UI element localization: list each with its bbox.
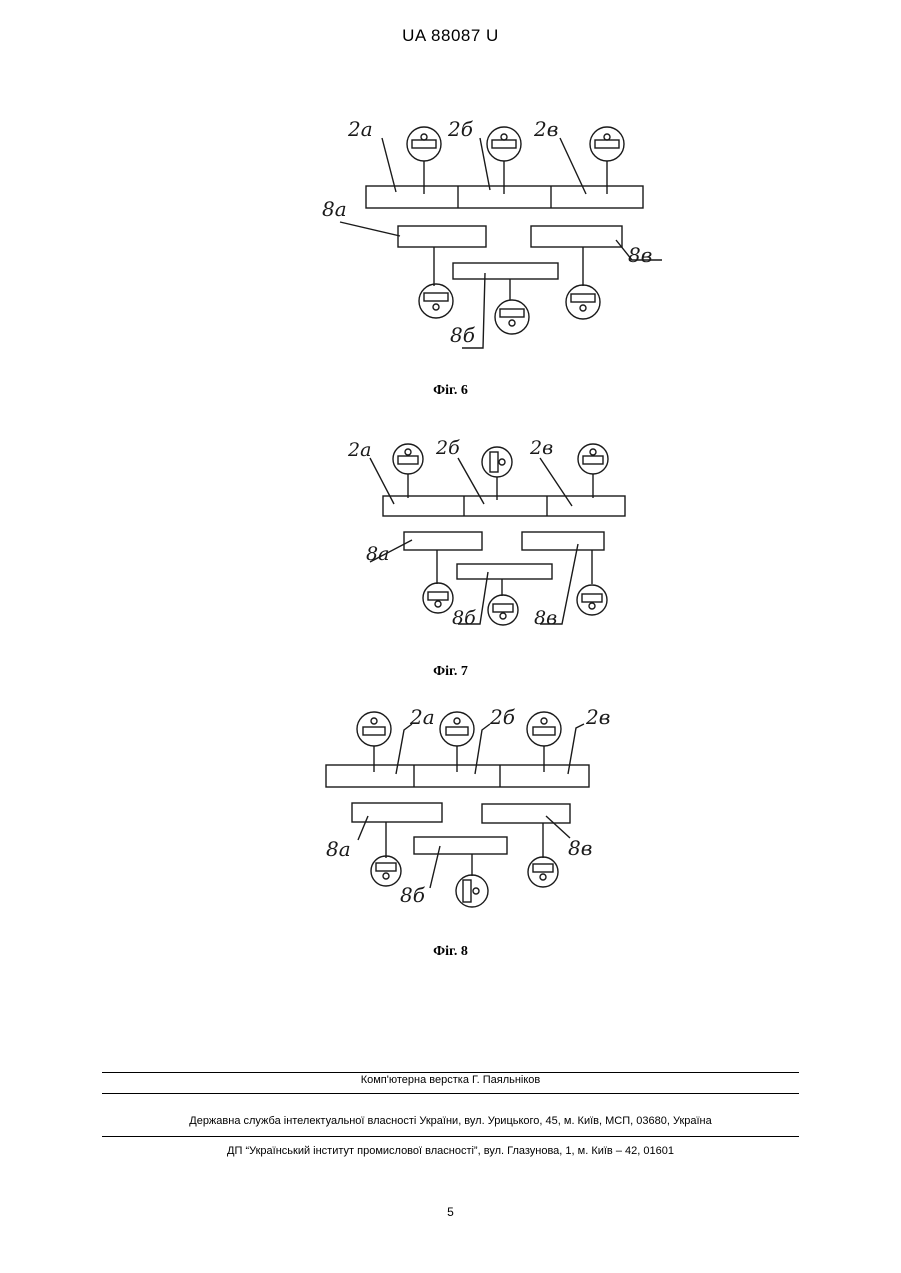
label-8v: 8в	[628, 243, 652, 267]
label-8a: 8а	[322, 197, 347, 221]
footer-divider	[102, 1136, 799, 1137]
gauge-icon	[487, 127, 521, 161]
bar-8a	[398, 226, 486, 247]
document-number: UA 88087 U	[0, 26, 901, 46]
footer-divider	[102, 1072, 799, 1073]
label-2b: 2б	[489, 705, 516, 729]
gauge-icon	[566, 285, 600, 319]
figure-6-caption: Фіг. 6	[0, 383, 901, 399]
gauge-icon	[456, 875, 488, 907]
figure-7-drawing: 2а 2б 2в 8а 8б 8в	[340, 432, 640, 637]
gauge-icon	[423, 583, 453, 613]
gauge-icon	[482, 447, 512, 477]
gauge-icon	[407, 127, 441, 161]
bar-8b	[414, 837, 507, 854]
gauge-icon	[419, 284, 453, 318]
label-2a: 2а	[409, 705, 435, 729]
gauge-icon	[440, 712, 474, 746]
gauge-icon	[357, 712, 391, 746]
label-2a: 2а	[347, 439, 371, 461]
bar-8b	[457, 564, 552, 579]
label-2b: 2б	[435, 437, 460, 459]
agency-address: Державна служба інтелектуальної власност…	[0, 1115, 901, 1127]
label-8b: 8б	[452, 607, 476, 629]
label-2v: 2в	[585, 705, 610, 729]
label-2v: 2в	[529, 437, 553, 459]
top-bar	[383, 496, 625, 516]
figure-6-drawing: 2а 2б 2в 8а 8в 8б	[300, 110, 680, 355]
figure-7-caption: Фіг. 7	[0, 664, 901, 680]
label-8a: 8а	[366, 543, 389, 565]
footer-divider	[102, 1093, 799, 1094]
gauge-icon	[495, 300, 529, 334]
label-8v: 8в	[534, 607, 557, 629]
page-number: 5	[0, 1205, 901, 1219]
bar-8v	[531, 226, 622, 247]
bar-8a	[352, 803, 442, 822]
gauge-icon	[528, 857, 558, 887]
label-2v: 2в	[533, 117, 558, 141]
label-2b: 2б	[447, 117, 474, 141]
gauge-icon	[488, 595, 518, 625]
gauge-icon	[577, 585, 607, 615]
label-8v: 8в	[568, 836, 592, 860]
gauge-icon	[527, 712, 561, 746]
typesetting-credit: Комп'ютерна верстка Г. Паяльніков	[0, 1074, 901, 1086]
label-8a: 8а	[326, 837, 351, 861]
label-2a: 2а	[347, 117, 373, 141]
label-8b: 8б	[400, 883, 426, 907]
gauge-icon	[371, 856, 401, 886]
gauge-icon	[590, 127, 624, 161]
gauge-icon	[393, 444, 423, 474]
institute-address: ДП “Український інститут промислової вла…	[0, 1145, 901, 1157]
bar-8a	[404, 532, 482, 550]
label-8b: 8б	[450, 323, 476, 347]
bar-8b	[453, 263, 558, 279]
bar-8v	[482, 804, 570, 823]
bar-8v	[522, 532, 604, 550]
gauge-icon	[578, 444, 608, 474]
figure-8-caption: Фіг. 8	[0, 944, 901, 960]
figure-8-drawing: 2а 2б 2в 8а 8в 8б	[320, 700, 630, 915]
